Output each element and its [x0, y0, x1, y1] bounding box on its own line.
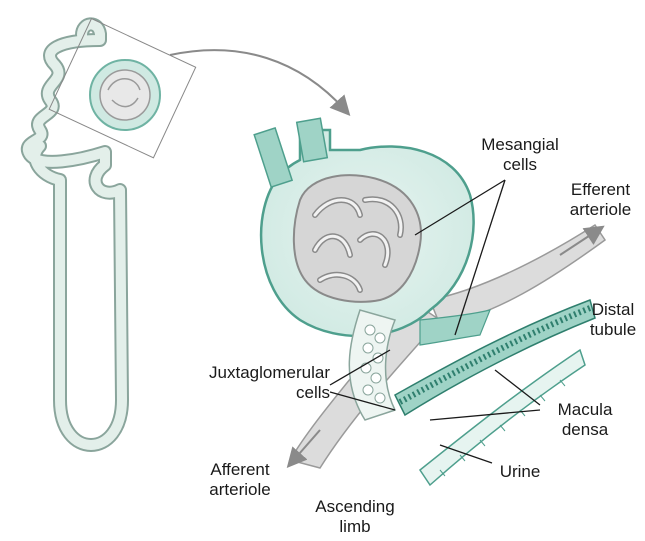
- label-juxtaglomerular-cells: Juxtaglomerular cells: [160, 363, 330, 403]
- proximal-tubule-start: [254, 128, 292, 187]
- label-afferent-arteriole: Afferent arteriole: [195, 460, 285, 500]
- label-distal-tubule: Distal tubule: [583, 300, 643, 340]
- zoom-arrow: [170, 50, 345, 110]
- label-efferent-arteriole: Efferent arteriole: [558, 180, 643, 220]
- label-urine: Urine: [490, 462, 550, 482]
- label-ascending-limb: Ascending limb: [305, 497, 405, 537]
- label-mesangial-cells: Mesangial cells: [470, 135, 570, 175]
- label-macula-densa: Macula densa: [545, 400, 625, 440]
